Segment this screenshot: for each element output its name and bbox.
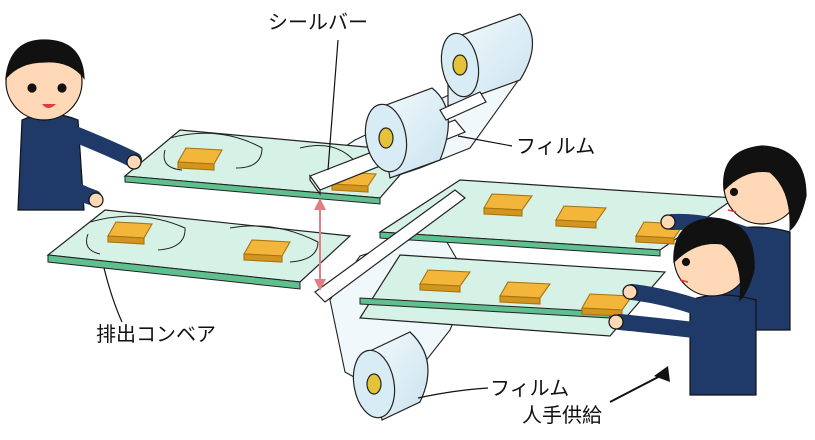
product-box-icon <box>581 293 634 317</box>
film-lower-label: フィルム <box>490 376 570 400</box>
film-roll-icon <box>352 331 429 421</box>
conveyor-edge <box>379 231 661 257</box>
product-box-icon <box>243 239 291 263</box>
seal-bar-label: シールバー <box>268 10 368 34</box>
product-box-icon <box>555 205 608 229</box>
conveyor-edge <box>47 254 301 290</box>
conveyor-edge <box>124 175 381 205</box>
film-upper-callout-line <box>457 135 513 147</box>
seal-bar-callout-line <box>327 39 339 171</box>
product-box-icon <box>107 221 153 245</box>
wrapped-package-outlines <box>86 132 361 263</box>
callout-lines <box>103 39 513 399</box>
film-lower-callout-line <box>417 387 489 399</box>
manual-feed-label: 人手供給 <box>522 403 602 427</box>
worker-icon <box>5 39 142 211</box>
worker-icon <box>608 217 757 396</box>
products <box>107 147 686 317</box>
discharge-conveyor-callout-line <box>103 267 123 323</box>
product-box-icon <box>499 281 552 305</box>
product-box-icon <box>483 193 534 217</box>
manual-feed-arrow <box>609 366 670 403</box>
film-roll-icon <box>440 13 533 107</box>
product-box-icon <box>419 269 472 293</box>
left-discharge-conveyor-lower <box>46 209 352 290</box>
product-box-icon <box>177 147 223 171</box>
seal-motion-arrow <box>314 198 326 291</box>
film-upper-label: フィルム <box>516 134 596 158</box>
lower-seal-bar <box>314 189 466 303</box>
film-roll-icon <box>364 87 487 179</box>
discharge-conveyor-label: 排出コンベア <box>96 322 216 346</box>
